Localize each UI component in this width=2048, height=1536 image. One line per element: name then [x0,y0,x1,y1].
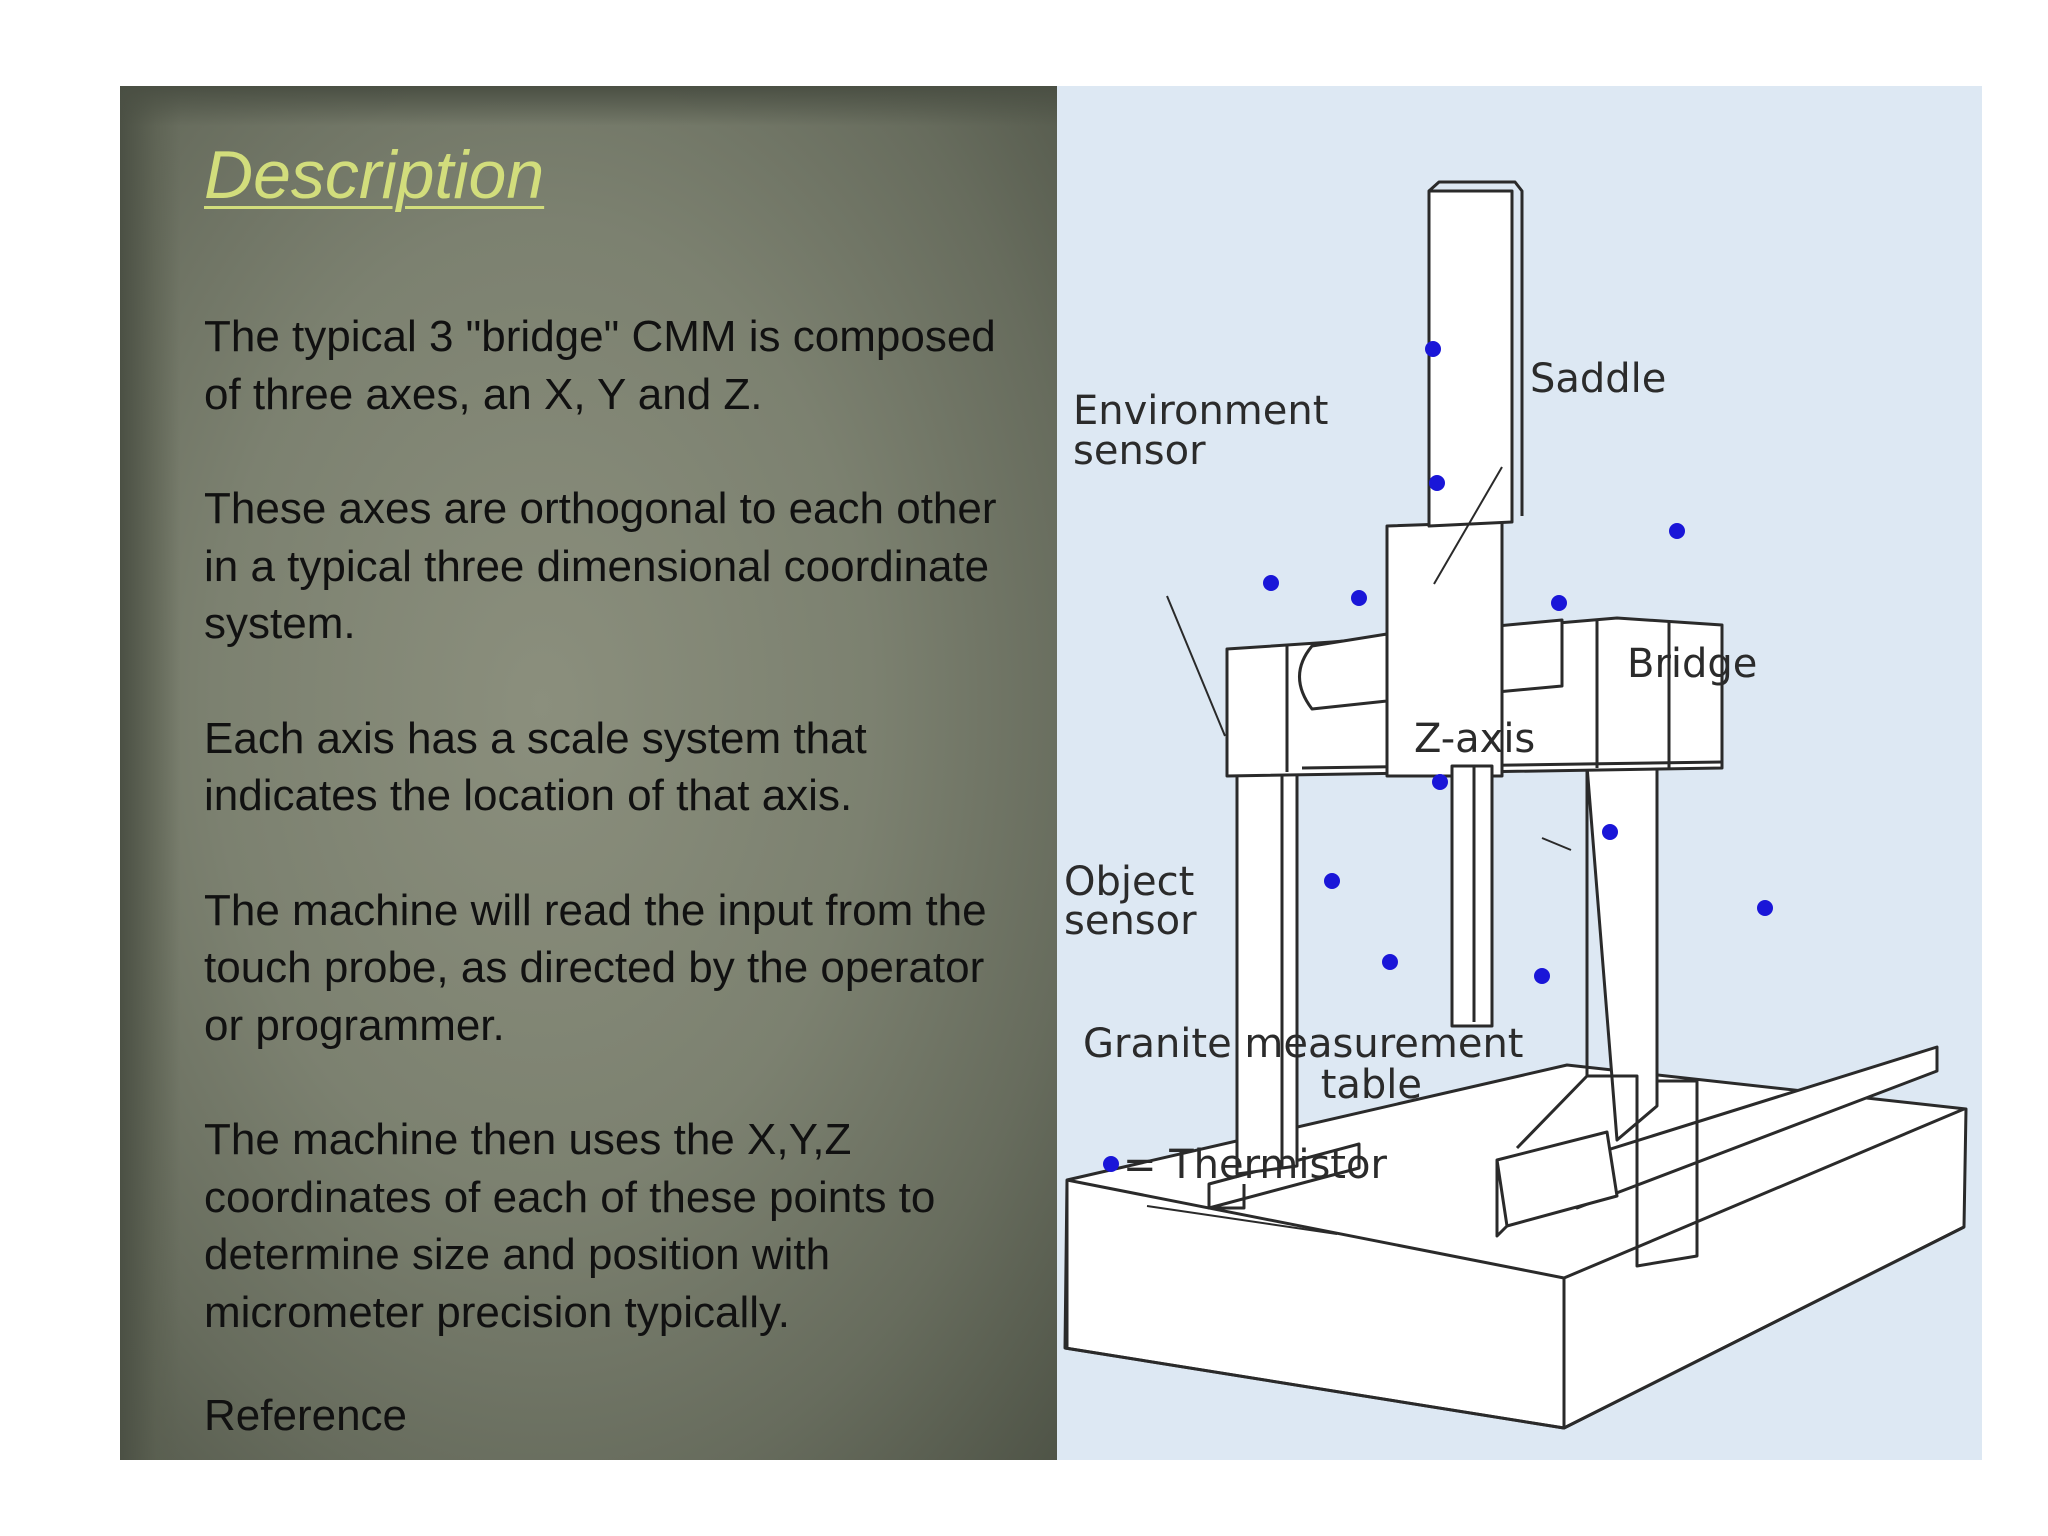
paragraph-4: The machine will read the input from the… [204,885,987,1050]
front-block-top [1495,1130,1619,1228]
slide-title[interactable]: Description [204,137,545,213]
object-sensor-leader [1146,1205,1338,1235]
object-sensor-label-line2: sensor [1064,898,1197,944]
thermistor-dots [1103,341,1773,1172]
environment-sensor-label-line1: Environment [1073,388,1328,434]
panel-shadow-top [120,86,1057,126]
cmm-diagram: Saddle Environment sensor Bridge Z-axis … [1063,180,1968,1430]
z-ram-upper [1427,189,1514,528]
thermistor-dot [1425,341,1441,357]
z-axis-probe-shaft [1450,764,1494,1028]
thermistor-dot [1432,774,1448,790]
thermistor-legend-dot [1103,1156,1119,1172]
thermistor-dot [1757,900,1773,916]
description-panel: Description The typical 3 "bridge" CMM i… [120,86,1057,1460]
z-axis-label: Z-axis [1414,716,1535,762]
object-sensor-end [1207,1184,1246,1210]
bridge-beam-bottom [1301,760,1723,770]
bridge-label: Bridge [1627,641,1757,687]
saddle-leader [1433,466,1503,585]
thermistor-dot [1551,595,1567,611]
slide: Description The typical 3 "bridge" CMM i… [120,86,1982,1460]
saddle-cylinder-left [1298,632,1389,711]
granite-table-top-edge [1066,1178,1565,1280]
z-ram-top [1427,180,1524,516]
reference-link[interactable]: Reference [204,1391,408,1440]
front-block-side [1495,1160,1509,1238]
bridge-right-leg-brace [1515,1074,1589,1150]
bridge-left-leg [1235,759,1299,1176]
granite-table-top [1063,1063,1968,1430]
granite-table-label-line1: Granite measurement [1083,1021,1524,1067]
description-body: The typical 3 "bridge" CMM is composed o… [204,308,1024,1398]
paragraph-3: Each axis has a scale system that indica… [204,713,867,821]
paragraph-1: The typical 3 "bridge" CMM is composed o… [204,312,996,419]
paragraph-2: These axes are orthogonal to each other … [204,484,997,648]
cmm-diagram-panel: Saddle Environment sensor Bridge Z-axis … [1057,86,1982,1460]
environment-sensor-leader [1166,595,1226,737]
thermistor-dot [1263,575,1279,591]
saddle-label: Saddle [1530,356,1666,402]
thermistor-dot [1602,824,1618,840]
thermistor-dot [1429,475,1445,491]
panel-shadow-edge [120,86,180,1460]
thermistor-dot [1382,954,1398,970]
thermistor-dot [1351,590,1367,606]
thermistor-legend-label: = Thermistor [1123,1142,1387,1188]
thermistor-dot [1324,873,1340,889]
object-sensor-label-line1: Object [1064,859,1194,905]
environment-sensor-label-line2: sensor [1073,428,1206,474]
thermistor-dot [1669,523,1685,539]
bridge-leader [1541,837,1572,851]
granite-table-ridge [1563,1107,1965,1280]
thermistor-dot [1534,968,1550,984]
granite-table-label-line2: table [1321,1062,1422,1108]
cmm-machine-drawing [1063,180,1968,1430]
paragraph-5: The machine then uses the X,Y,Z coordina… [204,1115,936,1337]
